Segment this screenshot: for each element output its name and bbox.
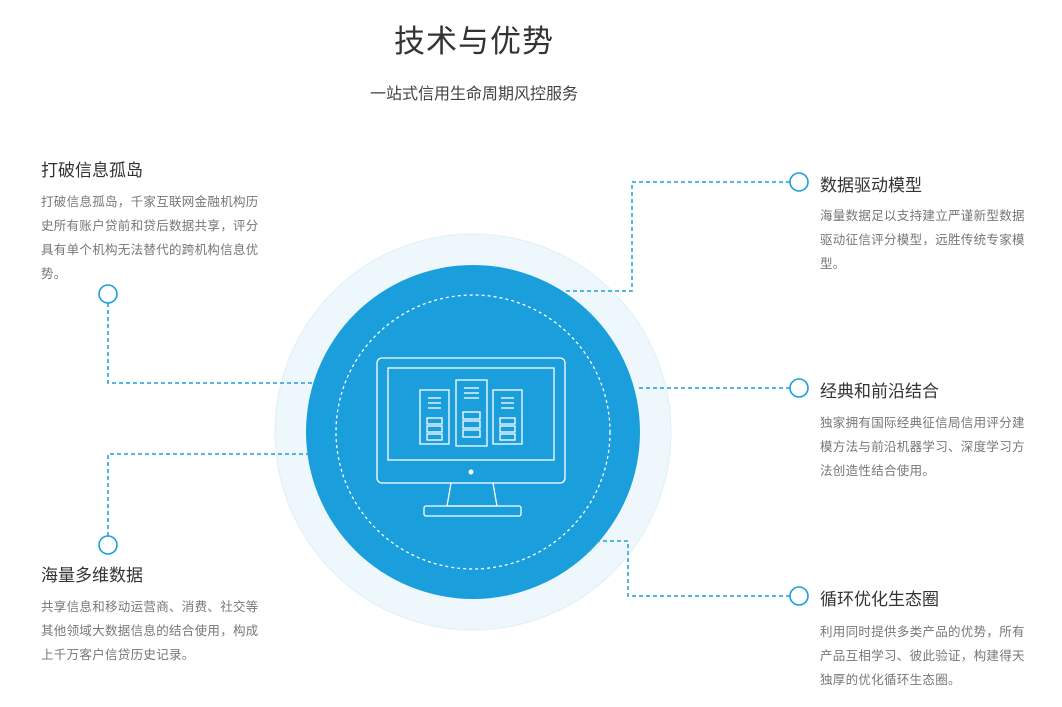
inner-dashed-ring: [335, 294, 611, 570]
feature-title-data-driven: 数据驱动模型: [820, 176, 922, 196]
circle-node-icon: [789, 172, 809, 192]
circle-node-icon: [789, 586, 809, 606]
feature-title-ecosystem: 循环优化生态圈: [820, 590, 939, 610]
circle-node-icon: [98, 535, 118, 555]
feature-desc-classic-frontier: 独家拥有国际经典征信局信用评分建模方法与前沿机器学习、深度学习方法创造性结合使用…: [820, 415, 1025, 478]
feature-title-classic-frontier: 经典和前沿结合: [820, 382, 939, 402]
feature-title-massive-data: 海量多维数据: [41, 566, 143, 586]
feature-desc-ecosystem: 利用同时提供多类产品的优势，所有产品互相学习、彼此验证，构建得天独厚的优化循环生…: [820, 624, 1025, 687]
connector-line-1: [107, 303, 312, 384]
connector-line-3: [566, 181, 790, 292]
center-disk: [306, 265, 640, 599]
feature-desc-massive-data: 共享信息和移动运营商、消费、社交等其他领域大数据信息的结合使用，构成上千万客户信…: [41, 599, 259, 662]
monitor-servers-icon: [376, 357, 566, 517]
page-subtitle: 一站式信用生命周期风控服务: [369, 84, 578, 103]
circle-node-icon: [98, 284, 118, 304]
connector-line-5: [596, 540, 790, 597]
feature-title-info-silo: 打破信息孤岛: [41, 161, 143, 181]
page-title: 技术与优势: [394, 24, 554, 60]
feature-desc-info-silo: 打破信息孤岛，千家互联网金融机构历史所有账户贷前和贷后数据共享，评分具有单个机构…: [41, 194, 259, 281]
circle-node-icon: [789, 378, 809, 398]
feature-desc-data-driven: 海量数据足以支持建立严谨新型数据驱动征信评分模型，远胜传统专家模型。: [820, 208, 1025, 271]
